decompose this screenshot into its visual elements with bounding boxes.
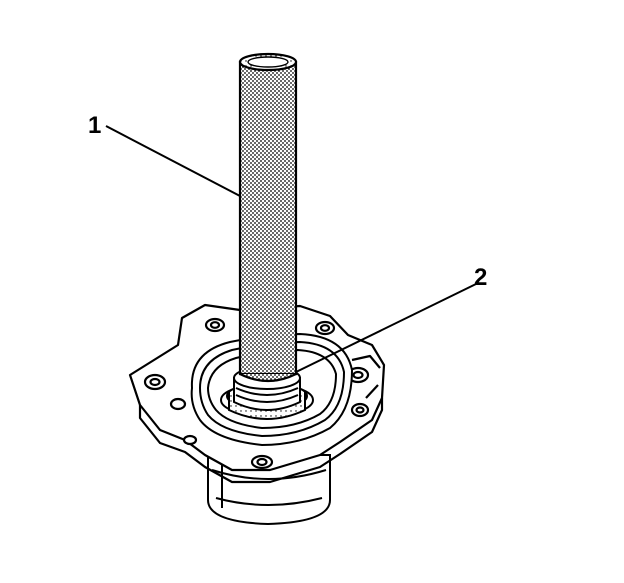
leader-line-1 xyxy=(105,125,241,197)
leader-lines xyxy=(105,125,477,373)
callout-2: 2 xyxy=(474,264,488,291)
callout-1: 1 xyxy=(88,112,102,139)
seal-installer-tool xyxy=(238,52,298,383)
leader-line-2 xyxy=(295,283,477,373)
